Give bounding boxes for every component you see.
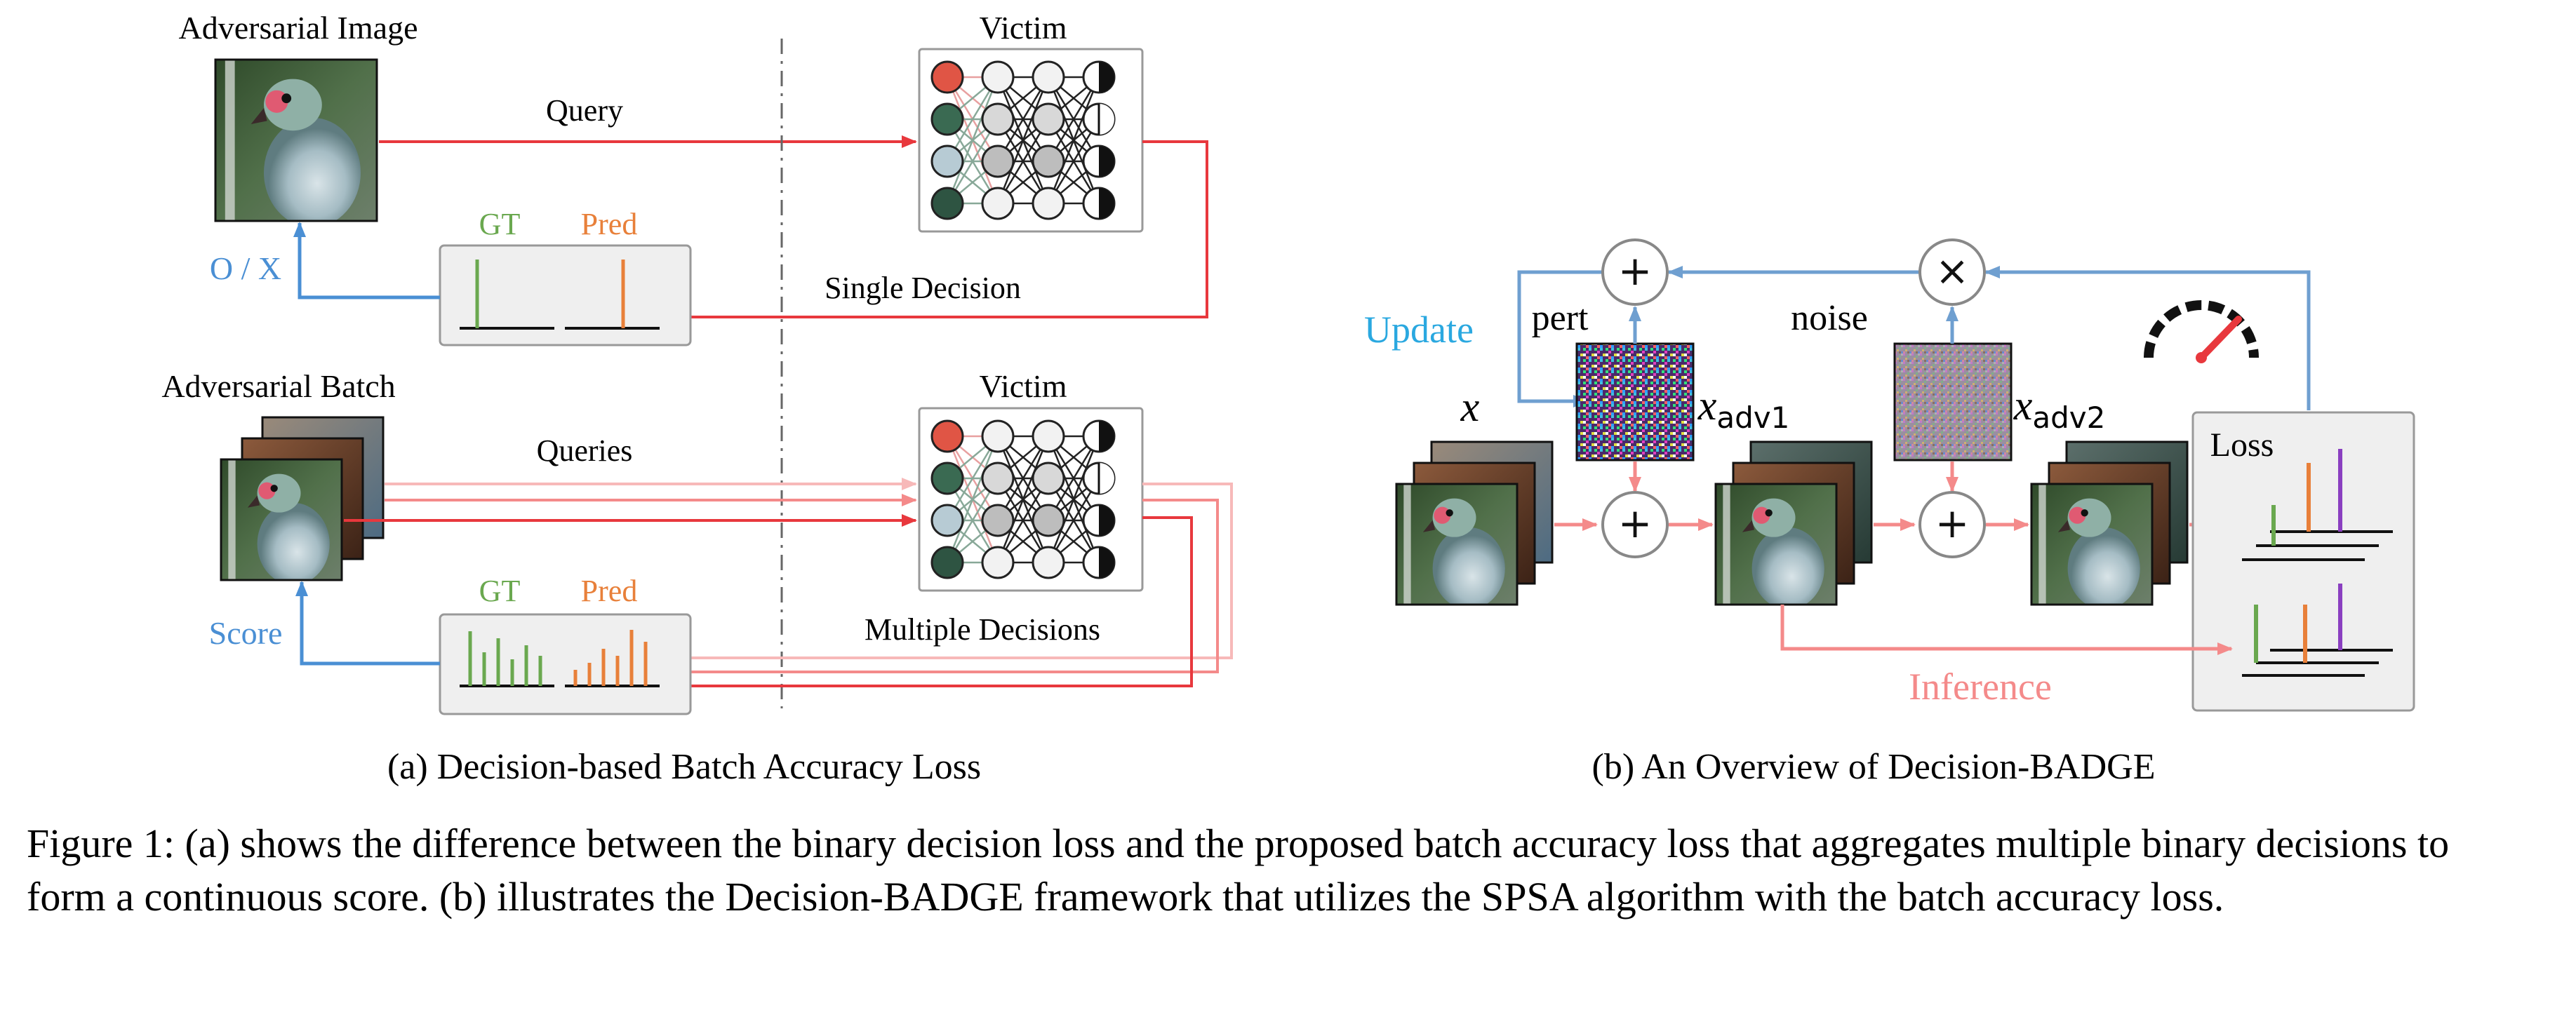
inference-arrow [1780, 605, 2233, 655]
xadv1-image-stack [1714, 440, 1873, 606]
pred-label-bottom: Pred [581, 574, 638, 608]
svg-text:+: + [1935, 499, 1970, 547]
query-label: Query [546, 93, 623, 128]
plus-node-top: + [1601, 238, 1669, 306]
gauge-icon [2144, 300, 2259, 363]
plus-node-bottom-1: + [1601, 491, 1669, 558]
x-image-stack [1395, 440, 1554, 606]
victim-network-top [918, 48, 1144, 233]
pert-image [1575, 342, 1695, 462]
xadv1-label: xadv1 [1697, 382, 1790, 435]
adversarial-image-label: Adversarial Image [178, 10, 418, 46]
adversarial-batch-images [220, 416, 385, 581]
loss-label: Loss [2210, 426, 2274, 464]
figure-caption: Figure 1: (a) shows the difference betwe… [27, 821, 2450, 920]
pred-label-top: Pred [581, 207, 638, 241]
single-decision-label: Single Decision [825, 271, 1021, 305]
gt-label-bottom: GT [479, 574, 521, 608]
update-label: Update [1364, 309, 1474, 351]
victim-network-bottom [918, 407, 1144, 592]
svg-text:×: × [1935, 247, 1970, 295]
adversarial-batch-label: Adversarial Batch [161, 368, 395, 404]
loss-feedback-arrow [1984, 266, 2311, 410]
loss-box: Loss [2191, 411, 2415, 712]
pert-label: pert [1532, 298, 1589, 338]
multiple-decisions-label: Multiple Decisions [865, 612, 1100, 647]
noise-label: noise [1791, 298, 1868, 338]
noise-image [1893, 342, 2013, 462]
ox-feedback-arrow [293, 222, 440, 299]
x-label: x [1460, 384, 1480, 430]
subcaption-a: (a) Decision-based Batch Accuracy Loss [387, 747, 981, 787]
score-feedback-arrow [295, 581, 440, 666]
inference-label: Inference [1909, 666, 2052, 708]
ox-label: O / X [210, 250, 281, 286]
queries-label: Queries [537, 433, 633, 468]
adversarial-image [214, 58, 378, 222]
xadv2-image-stack [2030, 440, 2189, 606]
gt-label-top: GT [479, 207, 521, 241]
decision-box-bottom: GT Pred [439, 574, 692, 715]
single-decision-arrow [662, 140, 1208, 323]
decision-box-top: GT Pred [439, 207, 692, 346]
svg-text:+: + [1618, 499, 1653, 547]
victim-label-bottom: Victim [980, 368, 1067, 404]
subcaption-b: (b) An Overview of Decision-BADGE [1592, 747, 2156, 787]
plus-node-bottom-2: + [1918, 491, 1986, 558]
times-node: × [1918, 238, 1986, 306]
xadv2-label: xadv2 [2013, 382, 2106, 435]
svg-text:+: + [1618, 247, 1653, 295]
victim-label-top: Victim [980, 10, 1067, 46]
score-label: Score [209, 615, 283, 651]
update-loop-arrow [1517, 270, 1603, 408]
